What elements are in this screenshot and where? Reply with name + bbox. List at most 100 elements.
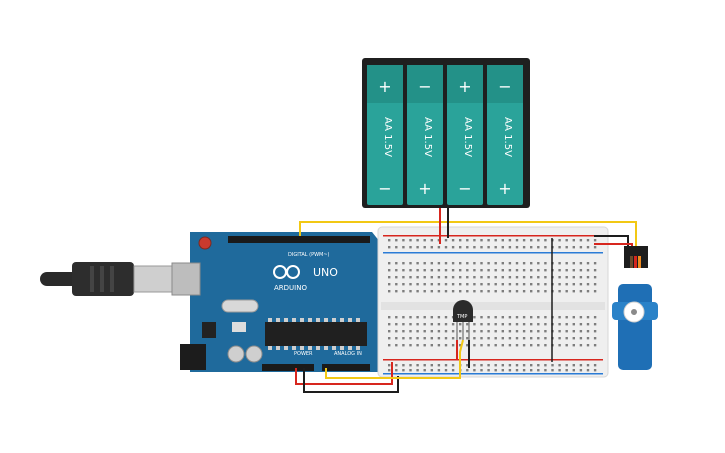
sensor-signal-wire[interactable] [325,339,464,379]
breadboard-hole [395,344,398,347]
breadboard-hole [473,344,476,347]
breadboard-hole [593,344,597,347]
breadboard-center-channel [381,302,605,310]
wires[interactable] [295,206,637,393]
breadboard-hole [501,246,504,249]
reset-button[interactable] [198,236,212,250]
servo-lead [638,256,641,268]
breadboard-hole [473,364,476,367]
battery-cell-label: AA 1.5V [422,117,433,157]
breadboard-hole [522,262,526,265]
breadboard-hole [409,344,412,347]
breadboard-hole [501,316,504,319]
breadboard-hole [473,316,476,319]
breadboard-hole [579,323,583,326]
breadboard-hole [444,369,448,372]
breadboard-hole [593,330,597,333]
breadboard-hole [515,364,519,367]
analog-header[interactable] [322,364,370,371]
breadboard-hole [423,239,426,242]
breadboard-hole [530,323,533,326]
battery-cell-label: AA 1.5V [462,117,473,157]
breadboard-hole [593,269,597,272]
breadboard-hole [544,269,547,272]
arduino-board[interactable]: ARDUINO UNO DIGITAL (PWM~) POWER ANALOG … [171,232,380,372]
breadboard[interactable] [377,226,609,378]
breadboard-hole [593,239,597,242]
servo-black-wire[interactable] [594,235,629,246]
breadboard-hole [444,344,448,347]
breadboard-hole [409,330,412,333]
breadboard-hole [494,246,497,249]
breadboard-hole [558,269,561,272]
breadboard-hole [572,369,575,372]
breadboard-hole [388,337,391,340]
servo-red-wire[interactable] [594,243,633,246]
breadboard-hole [530,283,533,286]
breadboard-hole [430,316,433,319]
breadboard-hole [515,269,519,272]
breadboard-hole [459,283,462,286]
capacitor-small [232,322,246,332]
breadboard-hole [437,369,441,372]
breadboard-hole [579,262,583,265]
breadboard-hole [459,262,462,265]
analog-label: ANALOG IN [334,351,362,357]
digital-header[interactable] [228,236,370,243]
breadboard-hole [423,269,426,272]
breadboard-hole [572,337,575,340]
breadboard-hole [515,262,519,265]
breadboard-hole [558,276,561,279]
breadboard-hole [451,290,455,293]
breadboard-hole [579,330,583,333]
breadboard-hole [395,330,398,333]
battery-bottom-symbol: − [378,179,391,198]
breadboard-hole [530,337,533,340]
breadboard-hole [388,246,391,249]
arduino-5v-wire[interactable] [295,362,393,385]
battery-cell: +−AA 1.5V [447,65,483,205]
breadboard-hole [508,262,512,265]
breadboard-hole [430,269,433,272]
battery-top-symbol: − [418,77,431,96]
breadboard-hole [530,364,533,367]
breadboard-hole [480,262,483,265]
breadboard-hole [388,330,391,333]
breadboard-hole [572,269,575,272]
breadboard-hole [395,290,398,293]
breadboard-hole [494,330,497,333]
battery-top-symbol: + [378,77,391,96]
breadboard-hole [480,246,483,249]
breadboard-hole [558,316,561,319]
battery-pack[interactable]: +−AA 1.5V−+AA 1.5V+−AA 1.5V−+AA 1.5V [362,58,530,208]
breadboard-hole [430,290,433,293]
temperature-sensor[interactable]: TMP [453,300,473,340]
breadboard-hole [494,262,497,265]
breadboard-hole [565,290,568,293]
breadboard-hole [416,330,419,333]
servo-motor[interactable] [612,246,658,370]
breadboard-hole [501,364,504,367]
breadboard-hole [579,290,583,293]
breadboard-hole [430,369,433,372]
breadboard-hole [402,364,405,367]
breadboard-hole [572,344,575,347]
breadboard-hole [565,316,568,319]
usb-cable[interactable] [40,262,173,296]
power-header[interactable] [262,364,314,371]
breadboard-hole [402,246,405,249]
breadboard-hole [487,283,490,286]
breadboard-hole [395,239,398,242]
breadboard-hole [579,276,583,279]
breadboard-hole [537,330,540,333]
breadboard-hole [522,364,526,367]
breadboard-hole [444,316,448,319]
breadboard-hole [530,239,533,242]
breadboard-hole [437,283,441,286]
microcontroller-chip [265,322,367,346]
crystal [221,299,259,313]
arduino-gnd-wire[interactable] [303,368,399,393]
yellow-wire-servo[interactable] [440,221,637,246]
breadboard-hole [522,344,526,347]
